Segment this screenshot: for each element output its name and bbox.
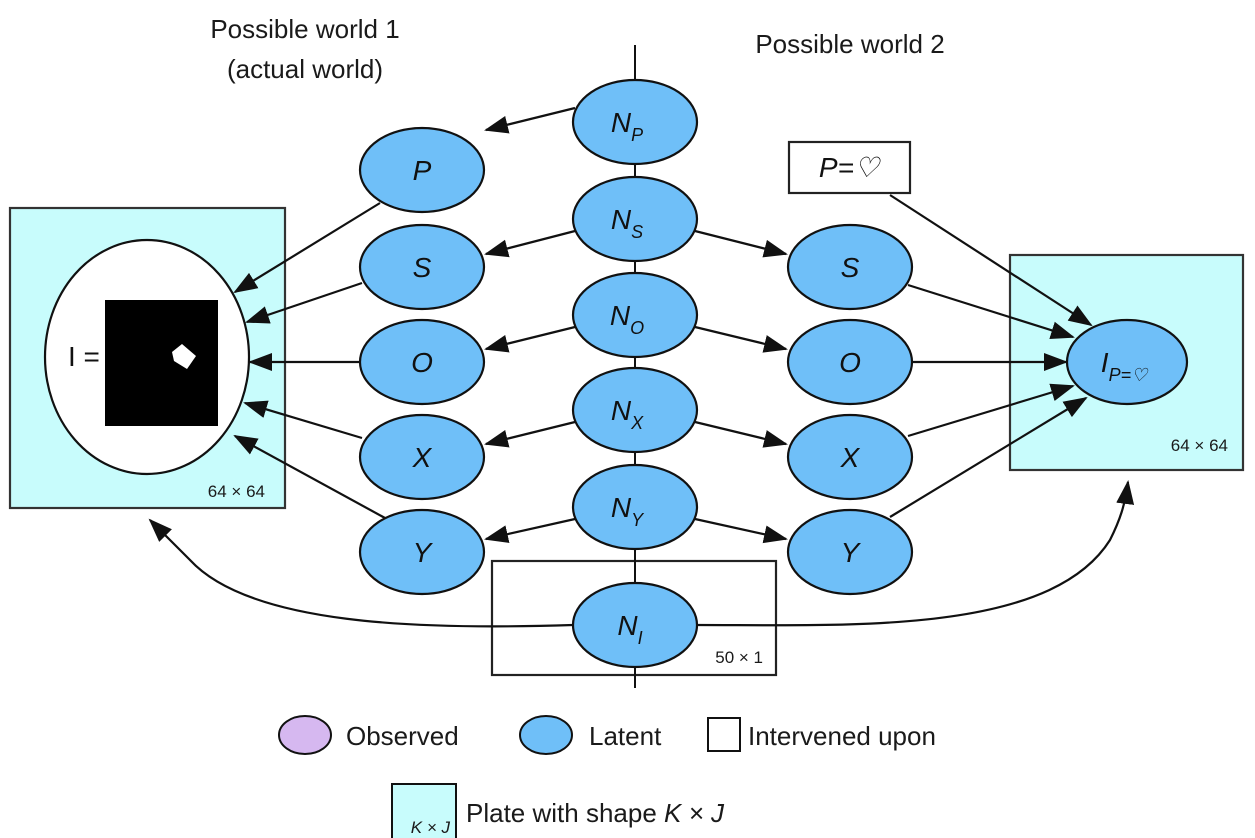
edge-NS-to-S (484, 229, 576, 258)
svg-text:S: S (413, 252, 432, 283)
svg-text:X: X (412, 442, 433, 473)
node-NX: NX (571, 366, 699, 454)
edge-S2-to-Ipheart (907, 283, 1075, 339)
edge-NS-to-S2 (694, 229, 788, 258)
intervention-node-P-heart: P=♡ (787, 140, 912, 195)
edge-NO-to-O2 (694, 325, 788, 353)
plate-right-shape: 64 × 64 (1171, 436, 1228, 455)
legend-observed-label: Observed (346, 721, 459, 751)
edge-NO-to-O (484, 325, 576, 353)
plate-noise-shape: 50 × 1 (715, 648, 763, 667)
edge-NX-to-X (484, 420, 576, 448)
image-node-label: I = (68, 341, 100, 372)
svg-text:NI: NI (617, 610, 642, 648)
svg-text:NP: NP (611, 107, 643, 145)
legend-plate-shape: K × J (411, 818, 451, 837)
legend: Observed Latent Intervened upon K × J Pl… (278, 715, 936, 838)
svg-text:Y: Y (413, 537, 434, 568)
edge-NX-to-X2 (694, 420, 788, 448)
edge-NI-to-Ipheart (696, 480, 1135, 627)
image-thumbnail (105, 300, 218, 426)
svg-text:NX: NX (611, 395, 644, 433)
svg-text:NS: NS (611, 204, 643, 242)
legend-latent-swatch (519, 715, 573, 755)
edge-P-to-I (233, 202, 381, 294)
node-O: O (358, 318, 486, 406)
node-Y: Y (358, 508, 486, 596)
node-O2: O (786, 318, 914, 406)
node-S2: S (786, 223, 914, 311)
svg-text:NO: NO (610, 300, 644, 338)
svg-text:NY: NY (611, 492, 645, 530)
edge-NI-to-I (148, 518, 574, 628)
node-X2: X (786, 413, 914, 501)
node-S: S (358, 223, 486, 311)
edge-Pheart-to-Ipheart (889, 194, 1093, 327)
edge-NP-to-P (484, 106, 576, 134)
world1-subtitle: (actual world) (227, 54, 383, 84)
edge-Y-to-I (233, 435, 386, 519)
node-NS: NS (571, 175, 699, 263)
node-NP: NP (571, 78, 699, 166)
svg-text:O: O (411, 347, 433, 378)
world1-title: Possible world 1 (210, 14, 399, 44)
svg-text:P: P (413, 155, 432, 186)
node-I-P-heart: IP=♡ (1065, 318, 1189, 406)
node-NI: NI (571, 581, 699, 669)
edge-S-to-I (245, 281, 363, 324)
svg-text:S: S (841, 252, 860, 283)
edge-NY-to-Y2 (694, 517, 788, 544)
legend-intervened-swatch (707, 717, 741, 752)
world2-title: Possible world 2 (755, 29, 944, 59)
node-NO: NO (571, 271, 699, 359)
svg-text:O: O (839, 347, 861, 378)
node-Y2: Y (786, 508, 914, 596)
edge-X2-to-Ipheart (907, 383, 1075, 438)
edge-Y2-to-Ipheart (889, 396, 1088, 518)
svg-text:P=♡: P=♡ (819, 152, 881, 183)
legend-observed-swatch (278, 715, 332, 755)
legend-plate-swatch (391, 783, 457, 838)
legend-plate-label: Plate with shape K × J (466, 798, 725, 828)
svg-text:Y: Y (841, 537, 862, 568)
node-P: P (358, 126, 486, 214)
svg-text:X: X (840, 442, 861, 473)
node-NY: NY (571, 463, 699, 551)
plate-left-shape: 64 × 64 (208, 482, 265, 501)
legend-intervened-label: Intervened upon (748, 721, 936, 751)
legend-latent-label: Latent (589, 721, 662, 751)
svg-text:IP=♡: IP=♡ (1101, 347, 1149, 385)
sprite-shape (172, 344, 196, 369)
node-X: X (358, 413, 486, 501)
edge-X-to-I (243, 400, 363, 440)
edge-NY-to-Y (484, 517, 576, 543)
